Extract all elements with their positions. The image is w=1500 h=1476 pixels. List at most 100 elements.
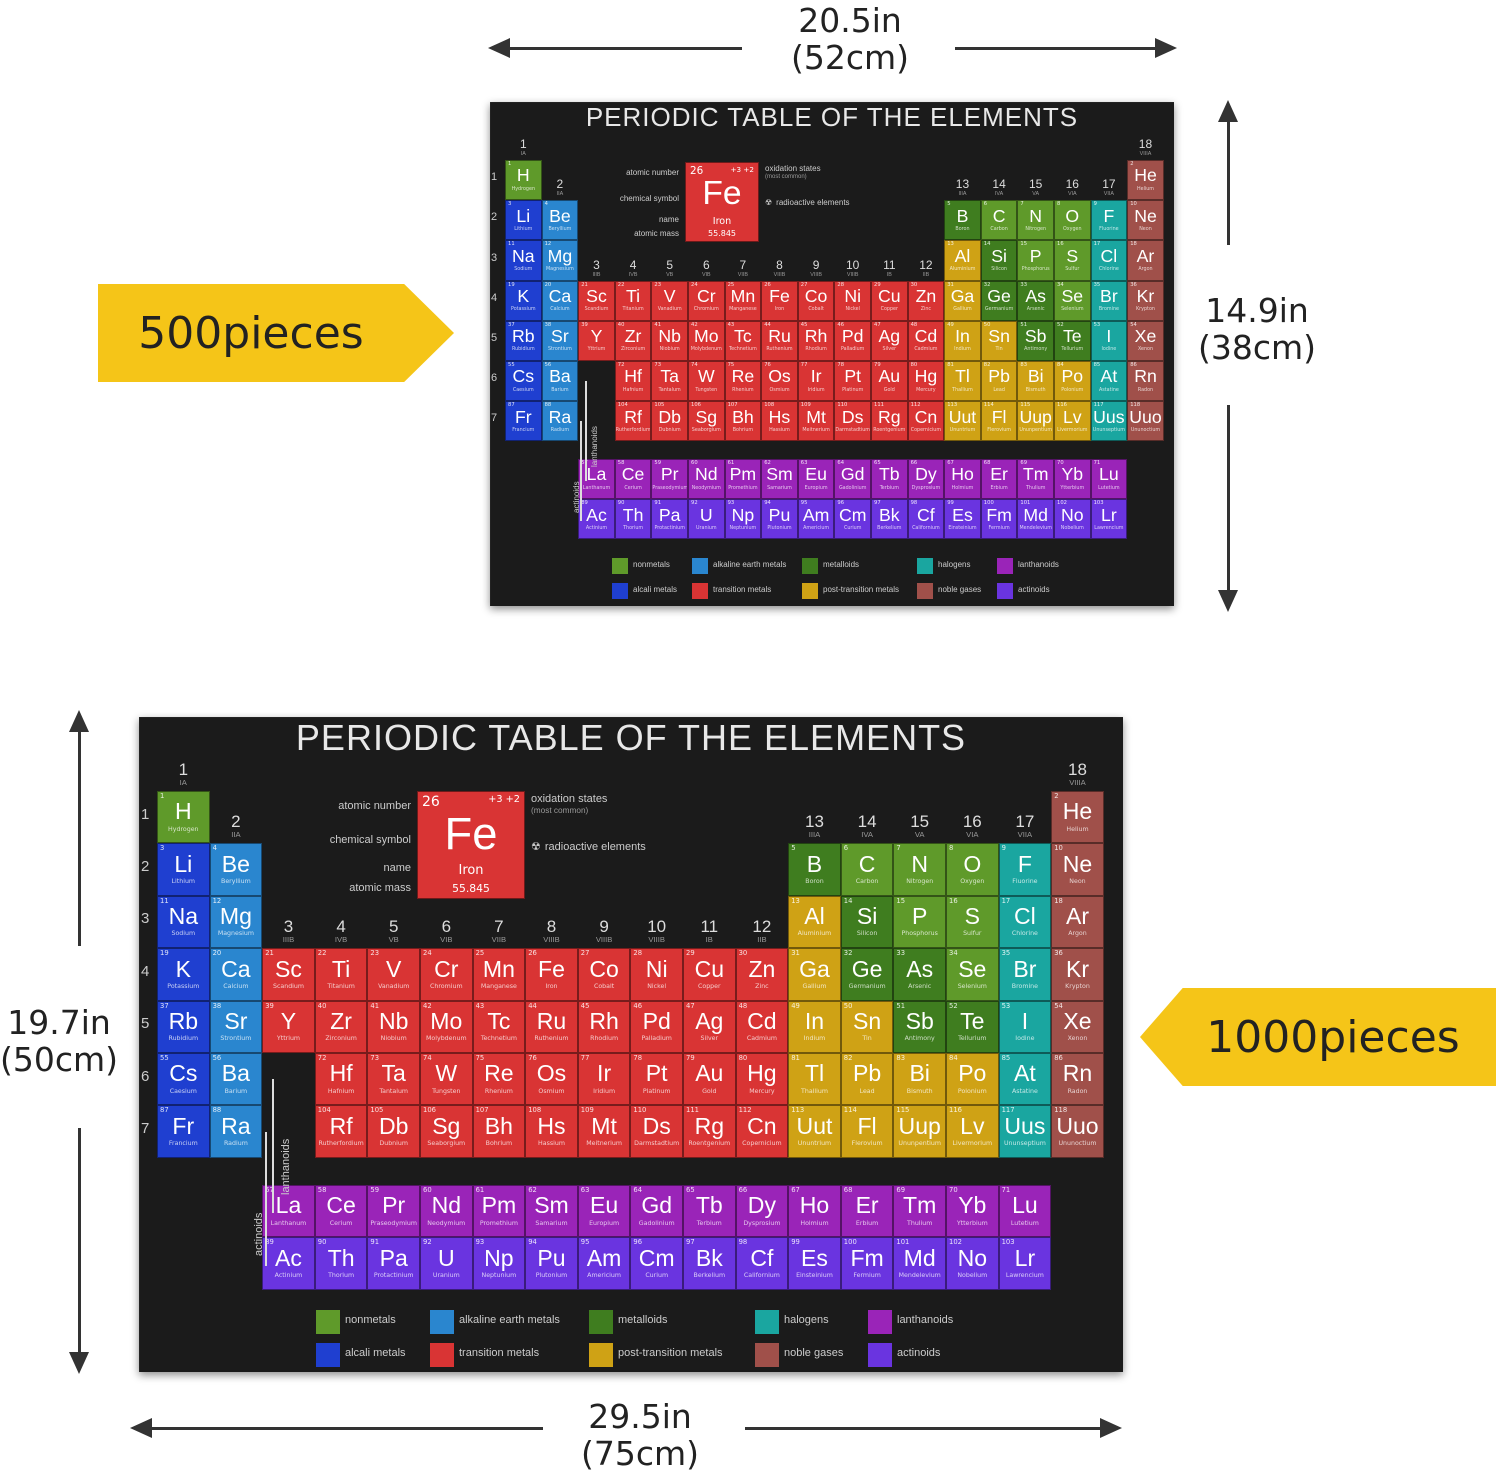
element-name: Xenon <box>1067 1035 1088 1043</box>
element-name: Meitnerium <box>802 427 830 433</box>
element-symbol: Am <box>802 504 830 525</box>
atomic-number: 50 <box>843 1001 853 1010</box>
element-symbol: U <box>437 1244 455 1271</box>
atomic-number: 115 <box>896 1106 910 1115</box>
small-height-inches: 14.9in <box>1205 291 1309 330</box>
element-symbol: Ni <box>645 955 668 982</box>
small-height-cm: (38cm) <box>1197 328 1317 367</box>
element-symbol: Es <box>801 1244 828 1271</box>
element-name: Ununoctium <box>1058 1139 1097 1147</box>
atomic-number: 70 <box>949 1186 958 1194</box>
dimension-line <box>1227 118 1230 245</box>
group-number: 7 <box>494 917 504 937</box>
element-name: Zirconium <box>325 1035 357 1043</box>
element-name: Copper <box>880 307 898 313</box>
group-number: 11 <box>700 917 719 937</box>
legend-swatch-metalloid <box>802 558 818 574</box>
element-symbol: Ta <box>660 366 680 387</box>
legend-label-post: post-transition metals <box>618 1346 723 1359</box>
element-symbol: C <box>858 850 876 877</box>
element-symbol: Os <box>768 366 791 387</box>
element-name: Indium <box>803 1035 826 1043</box>
element-name: Cerium <box>624 485 642 491</box>
element-name: Yttrium <box>276 1035 301 1043</box>
atomic-number: 68 <box>843 1186 853 1194</box>
element-symbol: Os <box>536 1060 567 1087</box>
element-name: Thorium <box>623 525 644 531</box>
atomic-number: 2 <box>1054 792 1059 800</box>
atomic-number: 64 <box>837 460 845 466</box>
atomic-number: 75 <box>475 1054 485 1062</box>
element-name: Nitrogen <box>906 877 934 885</box>
element-name: Mendelevium <box>898 1271 941 1279</box>
key-label-radioactive: ☢radioactive elements <box>765 198 850 207</box>
atomic-number: 40 <box>317 1001 327 1010</box>
element-name: Oxygen <box>1063 226 1082 232</box>
atomic-number: 76 <box>528 1054 537 1062</box>
atomic-number: 31 <box>791 949 800 958</box>
element-name: Americium <box>803 525 830 531</box>
group-roman: VIIA <box>1103 191 1114 198</box>
atomic-number: 71 <box>1001 1186 1011 1194</box>
atomic-number: 100 <box>983 500 994 507</box>
atomic-number: 90 <box>617 500 625 507</box>
group-roman: VIIIB <box>543 935 560 945</box>
element-symbol: Sb <box>1024 326 1047 347</box>
small-width-inches: 20.5in <box>798 1 902 40</box>
atomic-number: 69 <box>1020 460 1028 466</box>
legend-label-transition: transition metals <box>459 1346 540 1359</box>
atomic-number: 106 <box>691 402 701 409</box>
element-name: Actinium <box>585 525 608 531</box>
atomic-number: 114 <box>983 402 994 409</box>
element-name: Livermorium <box>952 1139 993 1147</box>
element-symbol: Hs <box>768 406 791 427</box>
atomic-number: 73 <box>654 362 662 368</box>
element-symbol: Ra <box>548 406 572 427</box>
atomic-number: 96 <box>633 1238 643 1247</box>
element-symbol: Rg <box>694 1112 725 1139</box>
atomic-number: 4 <box>212 844 217 853</box>
legend-swatch-metalloid <box>589 1310 613 1334</box>
element-symbol: Pr <box>660 464 679 485</box>
element-name: Scandium <box>584 307 609 313</box>
element-symbol: Uuo <box>1129 406 1162 427</box>
element-name: Rhodium <box>590 1035 619 1043</box>
element-name: Antimony <box>904 1035 935 1043</box>
element-name: Lead <box>859 1087 875 1095</box>
legend-swatch-halogen <box>917 558 933 574</box>
element-name: Calcium <box>223 982 249 990</box>
atomic-number: 55 <box>160 1054 169 1062</box>
element-name: Einsteinium <box>796 1271 833 1279</box>
atomic-number: 66 <box>910 460 918 466</box>
element-name: Calcium <box>550 307 570 313</box>
large-width-cm: (75cm) <box>580 1434 700 1473</box>
atomic-number: 65 <box>686 1186 695 1194</box>
element-symbol: Se <box>958 955 987 982</box>
